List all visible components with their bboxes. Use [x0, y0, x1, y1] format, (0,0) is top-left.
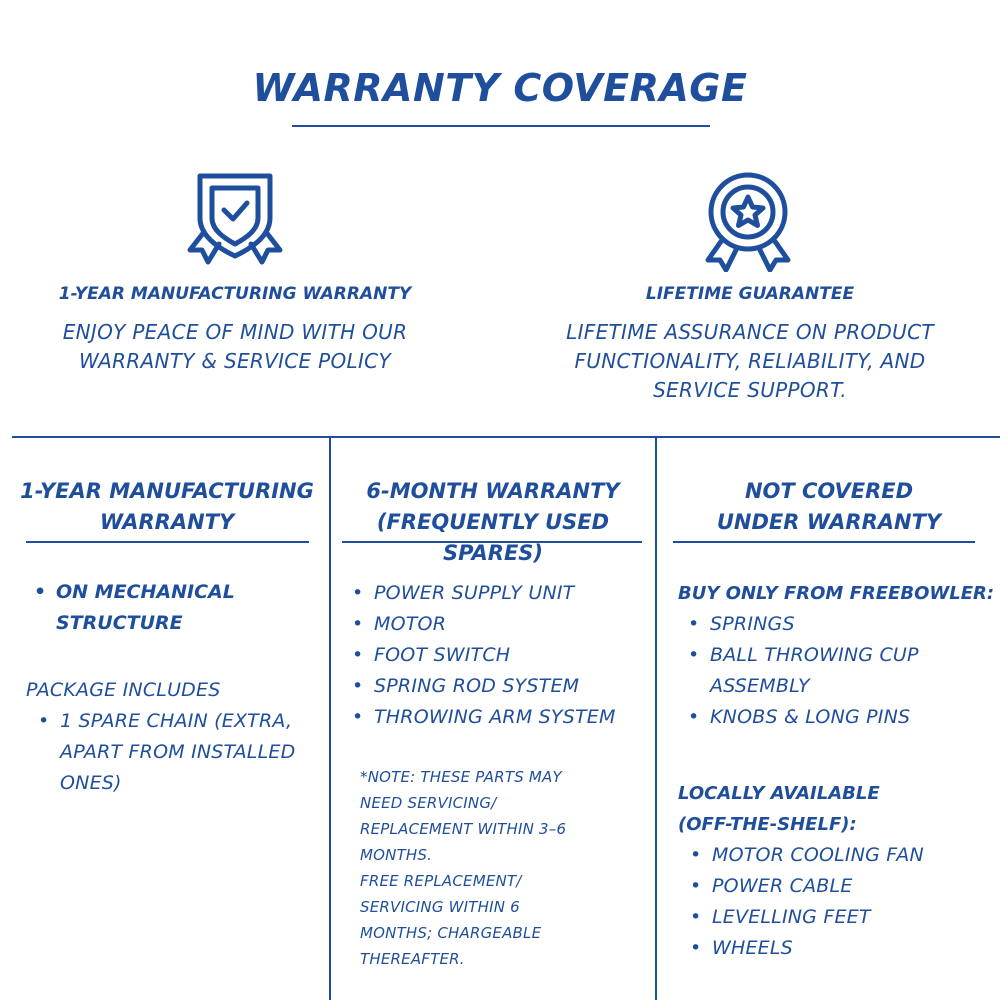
feature-description: ENJOY PEACE OF MIND WITH OUR WARRANTY & … [62, 320, 408, 373]
coverage-list: POWER SUPPLY UNIT MOTOR FOOT SWITCH SPRI… [348, 578, 648, 733]
group-label: LOCALLY AVAILABLE (OFF-THE-SHELF): [678, 783, 880, 835]
column-divider [329, 437, 331, 1000]
page-title: WARRANTY COVERAGE [252, 66, 748, 110]
list-item: MOTOR COOLING FAN [686, 840, 986, 871]
list-item: SPRING ROD SYSTEM [348, 671, 648, 702]
list-item: WHEELS [686, 933, 986, 964]
list-item: BALL THROWING CUP ASSEMBLY [684, 640, 984, 702]
list-item: SPRINGS [684, 609, 984, 640]
shield-check-icon [186, 170, 284, 268]
list-item: POWER SUPPLY UNIT [348, 578, 648, 609]
feature-description: LIFETIME ASSURANCE ON PRODUCT FUNCTIONAL… [566, 320, 934, 402]
list-item: FOOT SWITCH [348, 640, 648, 671]
list-item: ON MECHANICAL STRUCTURE [30, 577, 300, 639]
list-item: KNOBS & LONG PINS [684, 702, 984, 733]
column-heading: 6-MONTH WARRANTY (FREQUENTLY USED SPARES… [366, 479, 620, 565]
group-label: BUY ONLY FROM FREEBOWLER: [678, 583, 995, 604]
column-heading-underline [26, 541, 309, 543]
list-item: POWER CABLE [686, 871, 986, 902]
local-parts-list: MOTOR COOLING FAN POWER CABLE LEVELLING … [686, 840, 986, 964]
column-divider [655, 437, 657, 1000]
list-item: 1 SPARE CHAIN (EXTRA, APART FROM INSTALL… [34, 706, 324, 799]
award-star-badge-icon [698, 170, 798, 273]
service-note: *NOTE: THESE PARTS MAY NEED SERVICING/ R… [360, 768, 567, 968]
not-covered-list: SPRINGS BALL THROWING CUP ASSEMBLY KNOBS… [684, 609, 984, 733]
list-item: LEVELLING FEET [686, 902, 986, 933]
column-heading: 1-YEAR MANUFACTURING WARRANTY [20, 479, 314, 534]
coverage-list: ON MECHANICAL STRUCTURE [30, 577, 300, 639]
section-divider [12, 436, 1000, 438]
package-label: PACKAGE INCLUDES [26, 679, 221, 701]
package-list: 1 SPARE CHAIN (EXTRA, APART FROM INSTALL… [34, 706, 324, 799]
title-underline [292, 125, 710, 127]
feature-title: 1-YEAR MANUFACTURING WARRANTY [58, 284, 412, 304]
column-heading-underline [673, 541, 975, 543]
column-heading: NOT COVERED UNDER WARRANTY [716, 479, 942, 534]
list-item: THROWING ARM SYSTEM [348, 702, 648, 733]
list-item: MOTOR [348, 609, 648, 640]
feature-title: LIFETIME GUARANTEE [645, 284, 855, 304]
column-heading-underline [342, 541, 642, 543]
